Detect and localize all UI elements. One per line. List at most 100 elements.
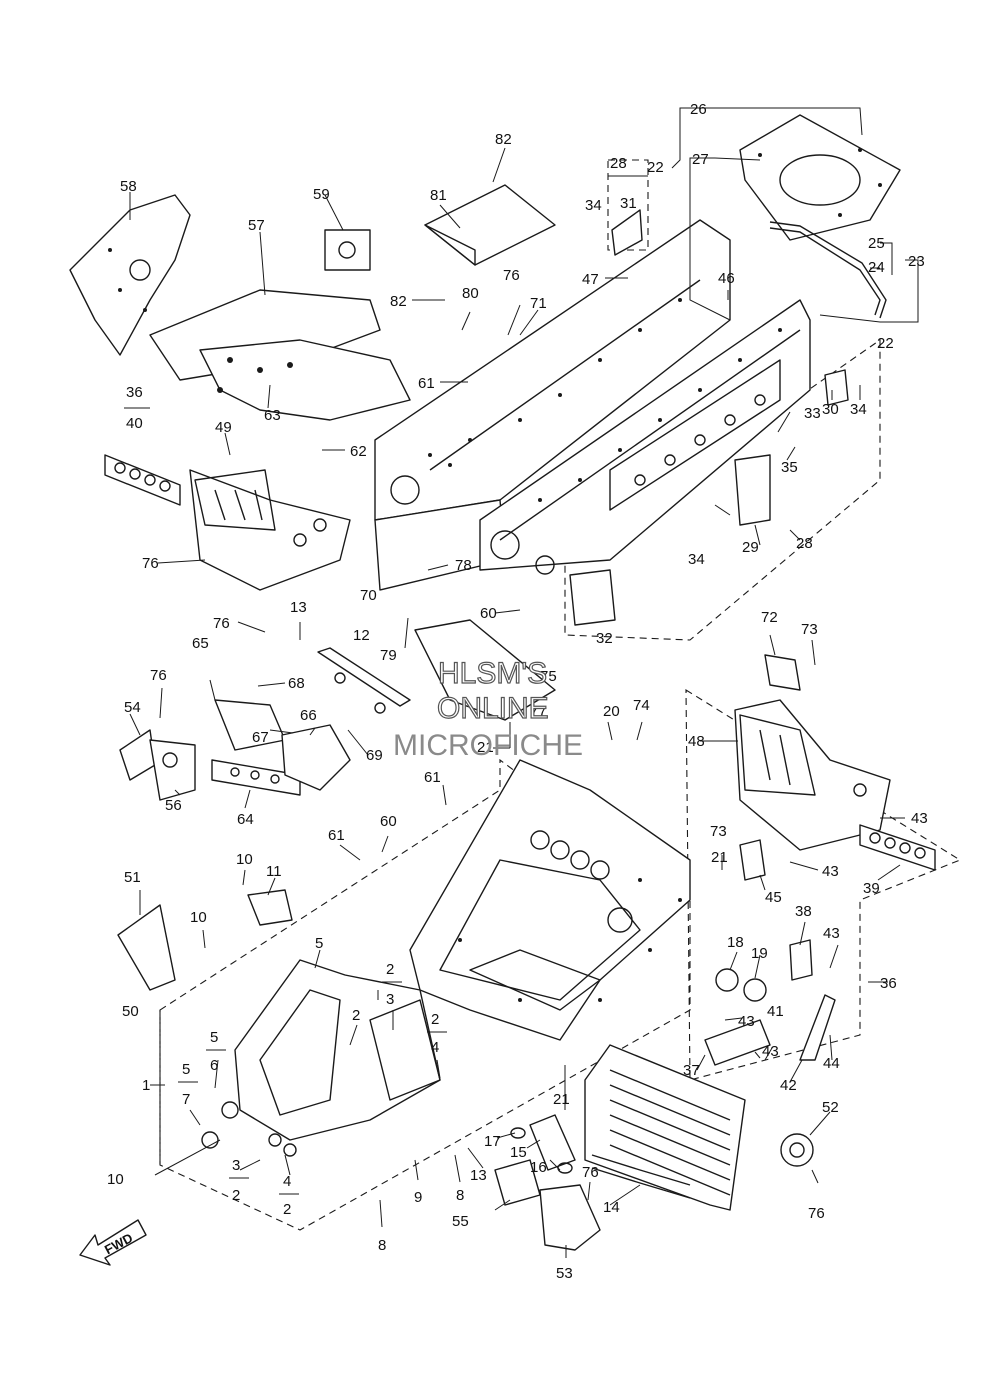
plate-64 [211,759,301,796]
callout-62: 62 [350,443,367,460]
callout-10: 10 [107,1171,124,1188]
bracket-32 [569,569,616,626]
callout-72: 72 [761,609,778,626]
callout-76-d: 76 [150,667,167,684]
callout-9: 9 [414,1189,422,1206]
exhaust-cover-48 [734,699,891,851]
plate-37 [704,1019,771,1066]
bracket-77 [414,619,556,721]
callout-37: 37 [683,1062,700,1079]
callout-41: 41 [767,1003,784,1020]
callout-brackets [124,175,648,1195]
group-outlines [159,159,962,1231]
callout-80: 80 [462,285,479,302]
watermark: HLSM'S ONLINE MICROFICHE [393,656,583,762]
callout-74: 74 [633,697,650,714]
callout-3-b: 3 [386,991,394,1008]
callout-67: 67 [252,729,269,746]
callout-labels: 26 27 22 28 34 31 25 23 24 22 82 81 47 4… [107,101,928,1282]
callout-54: 54 [124,699,141,716]
bracket-56 [149,739,196,801]
bearing-housing-52 [780,1133,814,1167]
callout-45: 45 [765,889,782,906]
bracket-30 [824,369,849,406]
callout-28-b: 28 [796,535,813,552]
callout-31: 31 [620,195,637,212]
callout-8-b: 8 [378,1237,386,1254]
callout-3: 3 [232,1157,240,1174]
callout-35: 35 [781,459,798,476]
callout-78: 78 [455,557,472,574]
callout-5: 5 [182,1061,190,1078]
leader-lines [129,107,919,1258]
watermark-line3: MICROFICHE [393,729,583,762]
callout-29: 29 [742,539,759,556]
plate-66 [281,724,351,791]
callout-27: 27 [692,151,709,168]
callout-17: 17 [484,1133,501,1150]
callout-25: 25 [868,235,885,252]
callout-58: 58 [120,178,137,195]
callout-64: 64 [237,811,254,828]
callout-14: 14 [603,1199,620,1216]
watermark-line1: HLSM'S [438,657,547,690]
callout-51: 51 [124,869,141,886]
callout-16: 16 [530,1159,547,1176]
callout-61-b: 61 [424,769,441,786]
callout-79: 79 [380,647,397,664]
callout-2-c: 2 [386,961,394,978]
callout-18: 18 [727,934,744,951]
callout-73-b: 73 [710,823,727,840]
fwd-label: FWD [102,1230,135,1257]
callout-50: 50 [122,1003,139,1020]
bearing-18 [715,968,739,992]
callout-4: 4 [283,1173,291,1190]
callout-81: 81 [430,187,447,204]
callout-24: 24 [868,259,885,276]
bracket-54 [119,729,156,781]
callout-4-b: 4 [431,1039,439,1056]
callout-2-d: 2 [352,1007,360,1024]
callout-12: 12 [353,627,370,644]
bracket-42 [799,994,836,1061]
side-panel-58 [69,194,191,356]
callout-57: 57 [248,217,265,234]
callout-26: 26 [690,101,707,118]
bracket-59 [324,229,371,271]
callout-21-b: 21 [711,849,728,866]
callout-52: 52 [822,1099,839,1116]
clamp-17 [510,1127,526,1139]
callout-76-e: 76 [808,1205,825,1222]
callout-76-b: 76 [142,555,159,572]
callout-44: 44 [823,1055,840,1072]
callout-76-f: 76 [582,1164,599,1181]
callout-77: 77 [530,703,547,720]
callout-70: 70 [360,587,377,604]
callout-56: 56 [165,797,182,814]
bracket-67 [214,699,286,751]
callout-53: 53 [556,1265,573,1282]
callout-47: 47 [582,271,599,288]
callout-6: 6 [210,1057,218,1074]
callout-43: 43 [911,810,928,827]
callout-68: 68 [288,675,305,692]
callout-46: 46 [718,270,735,287]
callout-20: 20 [603,703,620,720]
callout-10-c: 10 [236,851,253,868]
upper-frame-beam-57 [149,289,411,421]
callout-73: 73 [801,621,818,638]
callout-34-c: 34 [688,551,705,568]
main-frame-assembly [374,219,811,591]
callout-40: 40 [126,415,143,432]
callout-71: 71 [530,295,547,312]
rear-bumper-bar [769,227,881,316]
callout-38: 38 [795,903,812,920]
callout-13: 13 [290,599,307,616]
callout-82: 82 [495,131,512,148]
callout-11: 11 [266,863,282,880]
callout-61-c: 61 [328,827,345,844]
callout-59: 59 [313,186,330,203]
callout-34: 34 [585,197,602,214]
bracket-50 [117,904,176,991]
